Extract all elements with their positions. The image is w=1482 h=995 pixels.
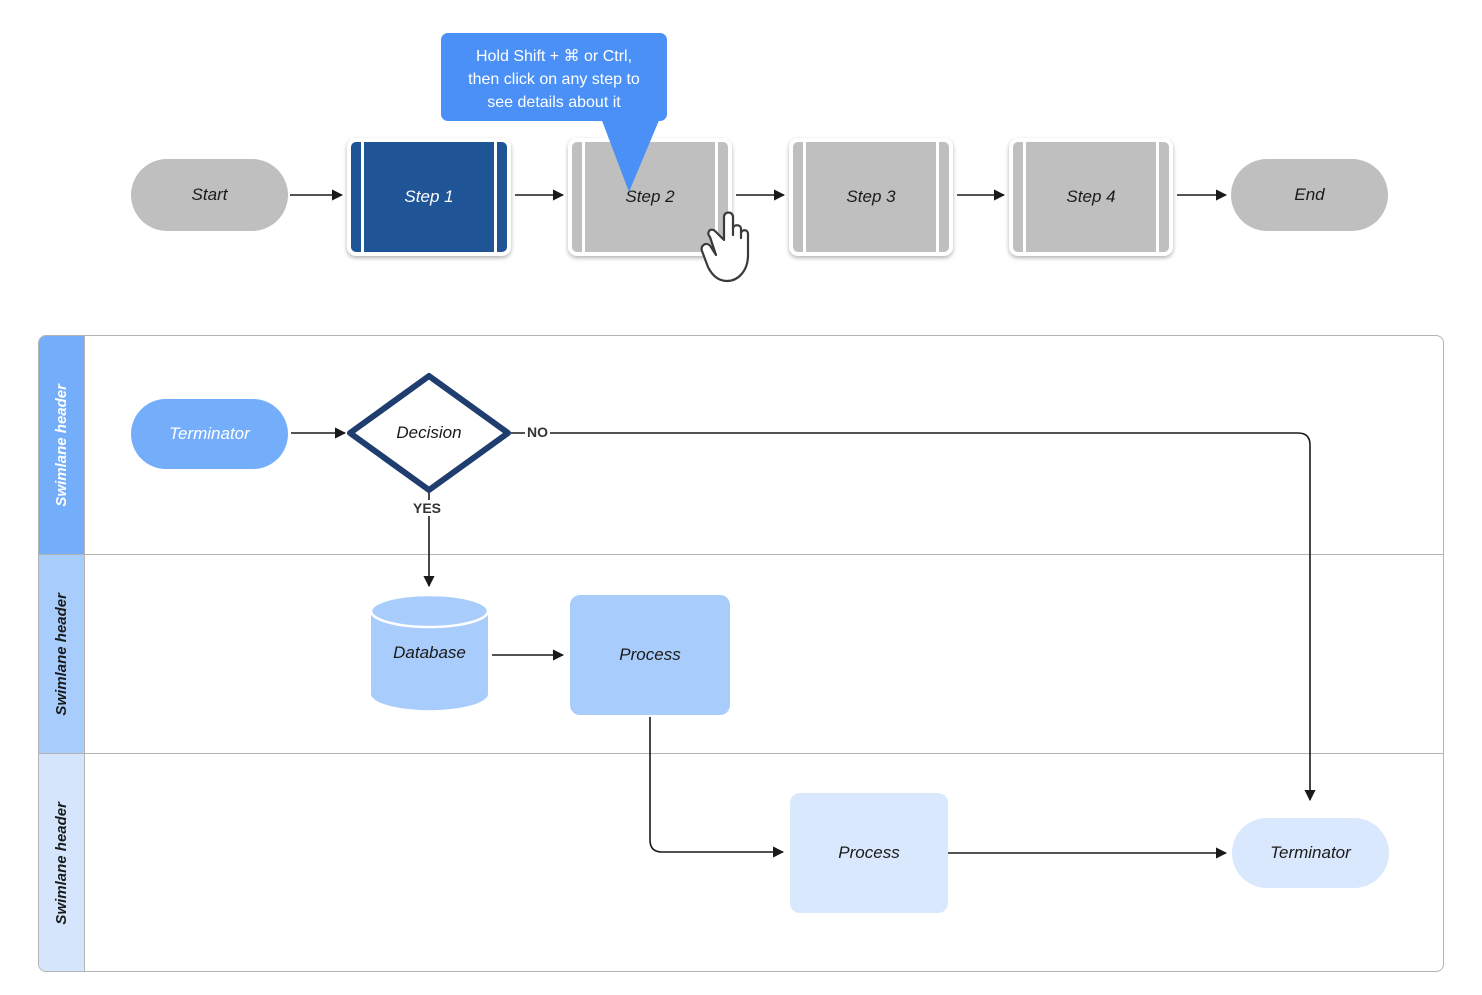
swimlane-shape-decision-1-label-wrap: Decision bbox=[369, 413, 489, 453]
swimlane-header-1[interactable]: Swimlane header bbox=[39, 336, 85, 554]
top-flow-node-step1-label: Step 1 bbox=[404, 186, 454, 206]
top-flow-node-step4[interactable]: Step 4 bbox=[1009, 138, 1173, 256]
top-flow-node-start-label: Start bbox=[191, 184, 228, 204]
tooltip-bubble: Hold Shift + ⌘ or Ctrl, then click on an… bbox=[441, 33, 667, 121]
swimlane-header-3-label: Swimlane header bbox=[53, 802, 70, 925]
tooltip-line-1: Hold Shift + ⌘ or Ctrl, bbox=[475, 48, 633, 65]
swimlane-header-2[interactable]: Swimlane header bbox=[39, 555, 85, 753]
predefined-process-bar-right bbox=[494, 142, 497, 252]
top-flow-node-step3-label: Step 3 bbox=[846, 186, 896, 206]
predefined-process-bar-right bbox=[936, 142, 939, 252]
top-flow-node-step4-label: Step 4 bbox=[1066, 186, 1116, 206]
swimlane-shape-process-2[interactable]: Process bbox=[790, 793, 948, 913]
swimlane-shape-decision-1-label: Decision bbox=[396, 422, 462, 442]
top-flow-node-start[interactable]: Start bbox=[131, 159, 288, 231]
swimlane-lane-1: Swimlane header bbox=[39, 336, 1443, 554]
top-flow-node-step2[interactable]: Step 2 bbox=[568, 138, 732, 256]
predefined-process-bar-left bbox=[361, 142, 364, 252]
edge-label-yes: YES bbox=[411, 500, 444, 516]
swimlane-header-1-label: Swimlane header bbox=[53, 383, 70, 507]
predefined-process-bar-left bbox=[803, 142, 806, 252]
edge-label-no: NO bbox=[525, 424, 550, 440]
predefined-process-bar-right bbox=[1156, 142, 1159, 252]
top-flow-node-end[interactable]: End bbox=[1231, 159, 1388, 231]
swimlane-shape-terminator-2-label: Terminator bbox=[1270, 842, 1351, 862]
top-flow-node-end-label: End bbox=[1294, 184, 1325, 204]
swimlane-shape-database-1[interactable]: Database bbox=[369, 593, 490, 711]
predefined-process-bar-left bbox=[1023, 142, 1026, 252]
top-flow-node-step3[interactable]: Step 3 bbox=[789, 138, 953, 256]
swimlane-shape-process-2-label: Process bbox=[838, 842, 900, 862]
tooltip-line-2: then click on any step to bbox=[468, 71, 640, 89]
swimlane-shape-terminator-1-label: Terminator bbox=[169, 423, 250, 443]
swimlane-shape-process-1[interactable]: Process bbox=[570, 595, 730, 715]
predefined-process-bar-right bbox=[715, 142, 718, 252]
tooltip-line-3: see details about it bbox=[487, 94, 621, 112]
swimlane-shape-terminator-1[interactable]: Terminator bbox=[131, 399, 288, 469]
top-flow-node-step1[interactable]: Step 1 bbox=[347, 138, 511, 256]
swimlane-header-2-label: Swimlane header bbox=[53, 592, 70, 716]
predefined-process-bar-left bbox=[582, 142, 585, 252]
swimlane-shape-process-1-label: Process bbox=[619, 644, 681, 664]
swimlane-shape-terminator-2[interactable]: Terminator bbox=[1232, 818, 1389, 888]
top-flow-node-step2-label: Step 2 bbox=[625, 186, 675, 206]
swimlane-header-3[interactable]: Swimlane header bbox=[39, 754, 85, 971]
swimlane-lane-2: Swimlane header bbox=[39, 554, 1443, 753]
database-cylinder-icon bbox=[369, 593, 490, 711]
